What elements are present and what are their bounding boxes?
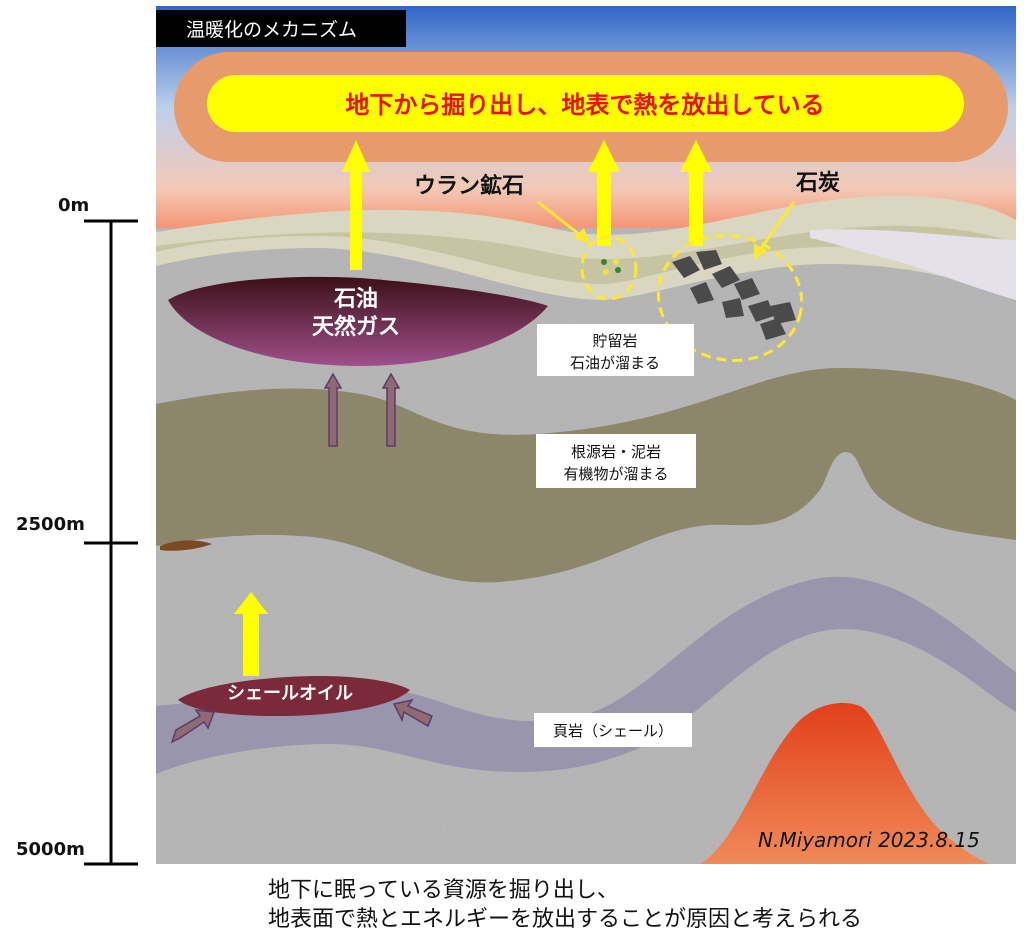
migration-arrow-left bbox=[323, 372, 343, 447]
title-bar bbox=[156, 10, 406, 47]
coal-lumps bbox=[672, 250, 796, 340]
surface-band bbox=[156, 225, 1016, 284]
uranium-pointer bbox=[537, 200, 585, 240]
coal-circle bbox=[656, 234, 804, 362]
coal-pointer-head bbox=[754, 244, 768, 260]
diagram-title: 温暖化のメカニズム bbox=[186, 19, 357, 41]
surface-strata bbox=[156, 195, 1016, 300]
shale-oil-label: シェールオイル bbox=[227, 683, 353, 704]
coal-lump bbox=[734, 278, 760, 300]
coal-lump bbox=[748, 300, 774, 322]
oil-gas-label-line1: 石油 bbox=[333, 287, 378, 312]
oil-gas-label-line2: 天然ガス bbox=[312, 314, 400, 340]
coal-lump bbox=[672, 256, 700, 278]
magma bbox=[700, 702, 990, 864]
uranium-dot bbox=[601, 259, 607, 265]
coal-label: 石炭 bbox=[795, 170, 840, 196]
white-road bbox=[810, 229, 1016, 300]
coal-pointer bbox=[758, 201, 796, 251]
migration-arrow-shale-left bbox=[170, 709, 216, 744]
shale-label: 頁岩（シェール） bbox=[553, 722, 673, 740]
uranium-label: ウラン鉱石 bbox=[414, 173, 524, 199]
depth-scale bbox=[84, 219, 138, 866]
signature: N.Miyamori 2023.8.15 bbox=[758, 828, 980, 852]
arrow-up-uranium bbox=[588, 140, 620, 246]
migration-arrow-right bbox=[381, 372, 401, 447]
uranium-circle bbox=[580, 235, 638, 301]
uranium-dot bbox=[603, 269, 609, 275]
reservoir-label-line1: 貯留岩 bbox=[592, 332, 637, 350]
scale-label-mid: 2500m bbox=[16, 514, 85, 535]
uranium-dot bbox=[615, 267, 621, 273]
banner-inner bbox=[207, 75, 964, 132]
source-label-box bbox=[536, 434, 696, 488]
uranium-pointer-head bbox=[574, 228, 590, 244]
scale-label-top: 0m bbox=[58, 195, 89, 216]
coal-lump bbox=[696, 250, 722, 270]
caption-line1: 地下に眠っている資源を掘り出し、 bbox=[268, 878, 619, 903]
heat-arrows bbox=[234, 140, 712, 676]
coal-lump bbox=[690, 282, 714, 304]
shale-band bbox=[156, 576, 1016, 774]
reservoir-label-line2: 石油が溜まる bbox=[570, 354, 660, 372]
caption-line2: 地表面で熱とエネルギーを放出することが原因と考えられる bbox=[268, 907, 863, 932]
scale-label-bottom: 5000m bbox=[16, 839, 85, 860]
source-label-line1: 根源岩・泥岩 bbox=[571, 443, 661, 461]
small-brown-lens bbox=[160, 540, 212, 551]
arrow-up-oil bbox=[342, 140, 370, 270]
shale-label-box bbox=[534, 713, 692, 747]
migration-arrows bbox=[170, 372, 433, 744]
coal-lump bbox=[722, 298, 744, 318]
reservoir-label-box bbox=[537, 324, 694, 376]
arrow-up-shale bbox=[234, 592, 268, 676]
arrow-up-coal bbox=[680, 140, 712, 246]
uranium-dot bbox=[613, 259, 619, 265]
shale-oil-lens bbox=[178, 676, 410, 716]
banner-text: 地下から掘り出し、地表で熱を放出している bbox=[345, 91, 824, 119]
coal-lump bbox=[712, 266, 740, 288]
oil-gas-lens bbox=[168, 276, 548, 366]
migration-arrow-shale-right bbox=[392, 698, 433, 728]
source-label-line2: 有機物が溜まる bbox=[563, 465, 668, 483]
coal-lump bbox=[760, 318, 786, 340]
